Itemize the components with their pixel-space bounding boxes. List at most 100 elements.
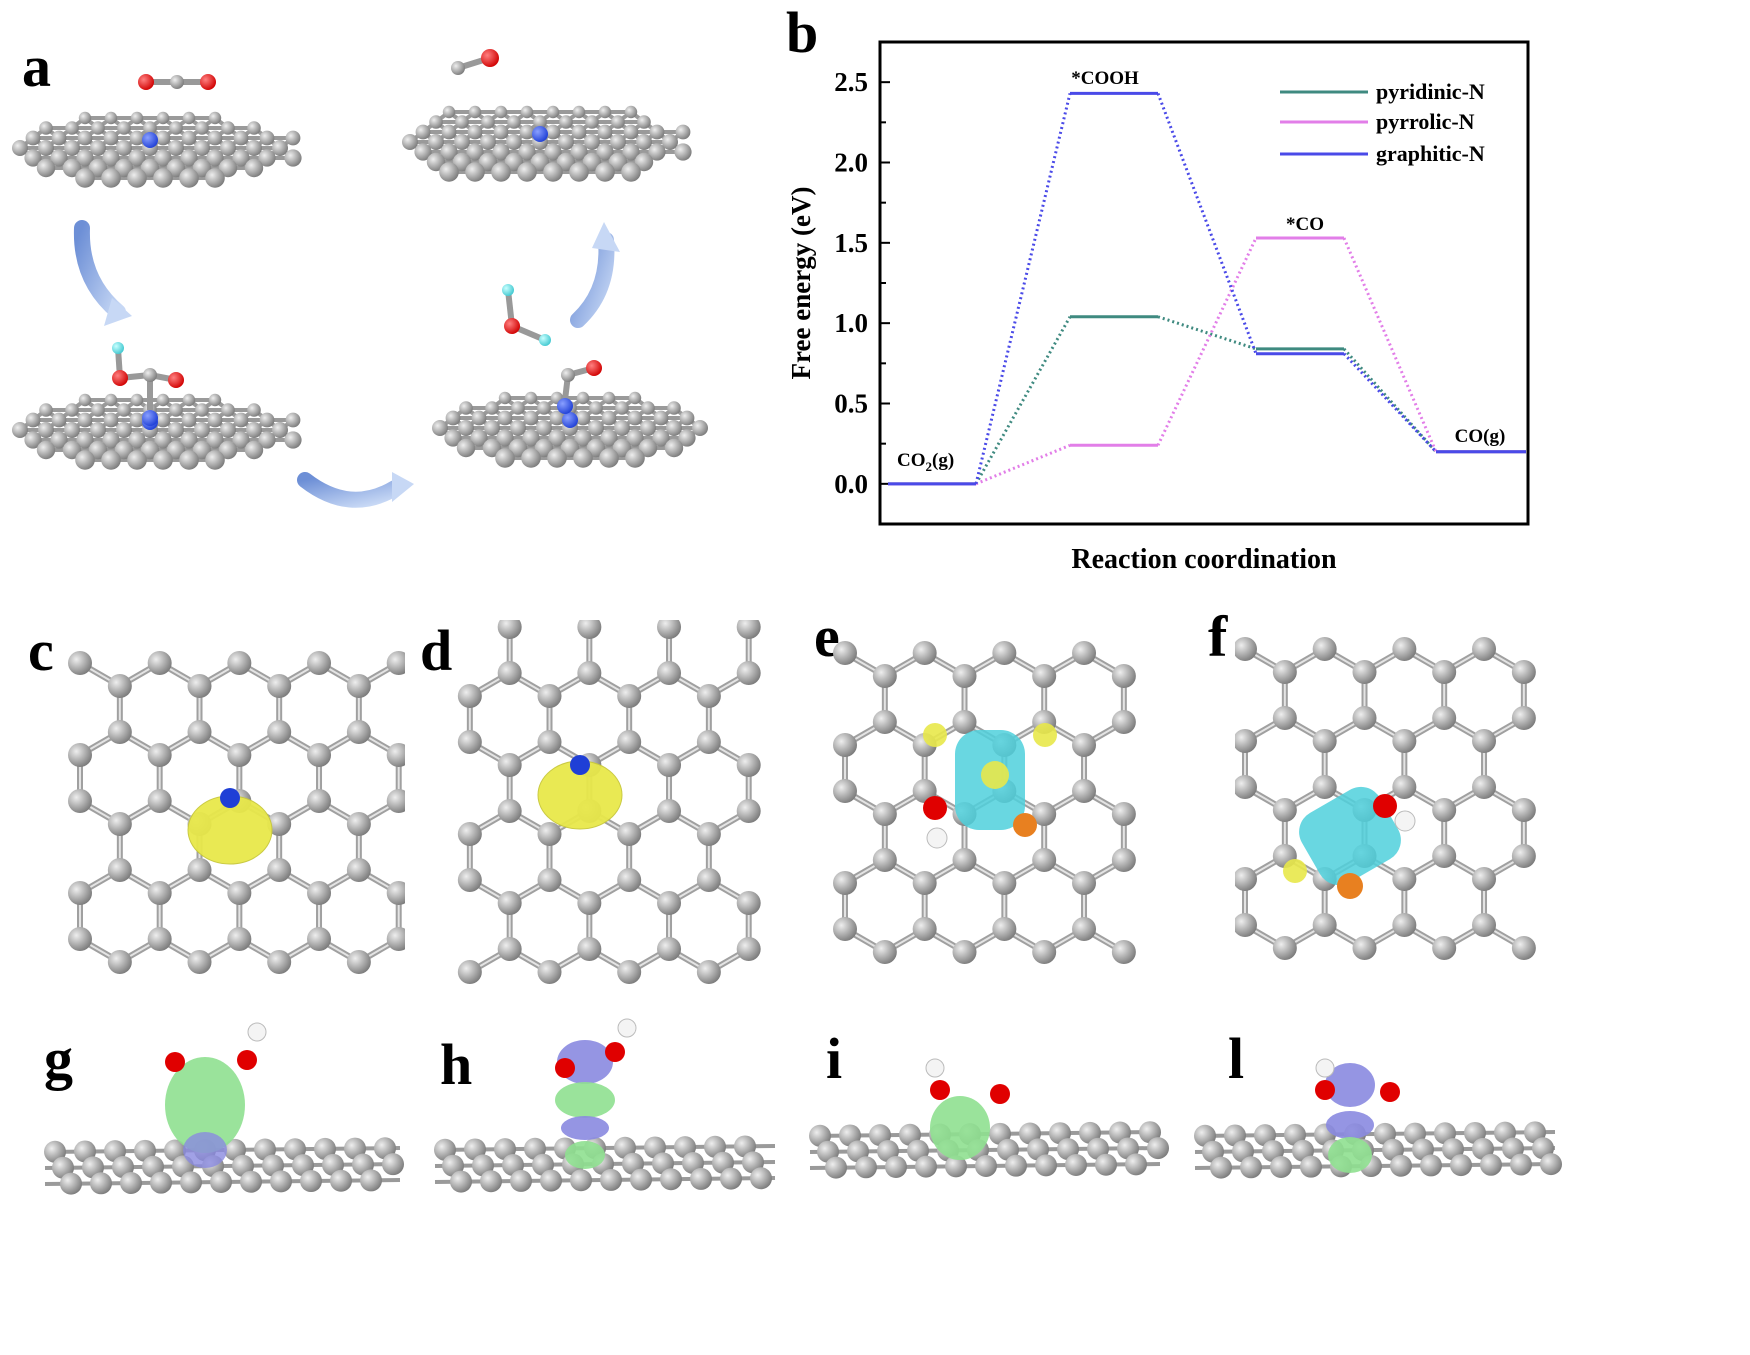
step-label-cooh: *COOH [1071, 68, 1139, 89]
graphene-sheet-3 [12, 393, 302, 470]
carbon-atom [622, 143, 640, 161]
carbon-atom [143, 121, 157, 135]
carbon-atom [623, 124, 639, 140]
orbital-lobe-green [1328, 1137, 1372, 1173]
carbon-atom [736, 799, 761, 823]
carbon-atom [833, 641, 857, 665]
carbon-atom [518, 143, 536, 161]
carbon-atom [246, 422, 262, 438]
carbon-atom [597, 124, 613, 140]
carbon-atom [652, 429, 670, 447]
carbon-atom [750, 1167, 772, 1190]
carbon-atom [596, 143, 614, 161]
carbon-atom [180, 1171, 202, 1194]
carbon-atom [1312, 913, 1337, 937]
carbon-atom [458, 420, 474, 436]
carbon-atom [12, 422, 28, 438]
step-label-co-g: CO(g) [1455, 426, 1506, 447]
carbon-atom [181, 130, 197, 146]
carbon-atom [65, 403, 79, 417]
carbon-atom [1511, 844, 1536, 868]
carbon-atom [570, 143, 588, 161]
orbital-lobe-green [555, 1082, 615, 1118]
orbital-lobe-blue [1325, 1063, 1375, 1107]
carbon-atom [1540, 1153, 1562, 1176]
carbon-atom [952, 710, 977, 734]
carbon-atom [220, 140, 236, 156]
graphene-sheet-2 [402, 105, 692, 182]
carbon-atom [510, 420, 526, 436]
carbon-atom [75, 450, 95, 470]
carbon-atom [497, 661, 522, 685]
connector-pyridinic-N-0 [974, 316, 1072, 485]
carbon-atom [179, 168, 199, 188]
carbon-atom [657, 937, 682, 961]
carbon-atom [457, 822, 482, 846]
carbon-atom [1312, 775, 1337, 799]
carbon-atom [1392, 775, 1417, 799]
y-axis-ticks: 0.00.51.01.52.02.5 [834, 67, 890, 499]
carbon-atom [537, 684, 562, 708]
carbon-atom [195, 121, 209, 135]
carbon-atom [536, 420, 552, 436]
carbon-atom [589, 401, 603, 415]
carbon-atom [628, 391, 642, 405]
panel-label-g: g [44, 1026, 73, 1091]
carbon-atom [1072, 733, 1097, 757]
water-molecule [502, 284, 551, 346]
carbon-atom [227, 743, 252, 767]
carbon-atom [481, 115, 495, 129]
carbon-atom [1450, 1154, 1472, 1177]
y-tick-label: 2.0 [834, 148, 868, 178]
panel-label-f: f [1208, 604, 1228, 669]
carbon-atom [147, 927, 172, 951]
carbon-atom [736, 891, 761, 915]
y-axis-label: Free energy (eV) [786, 187, 816, 380]
carbon-atom [221, 403, 235, 417]
carbon-atom [584, 134, 600, 150]
carbon-atom [492, 143, 510, 161]
carbon-atom [459, 401, 473, 415]
carbon-atom [147, 789, 172, 813]
carbon-atom [520, 105, 534, 119]
carbon-atom [1032, 664, 1057, 688]
carbon-atom [621, 162, 641, 182]
carbon-atom [1352, 706, 1377, 730]
carbon-atom [912, 917, 937, 941]
carbon-atom [227, 651, 252, 675]
panel-h-orbital-view [434, 1018, 776, 1193]
carbon-atom [601, 410, 617, 426]
carbon-atom [872, 848, 897, 872]
carbon-atom [952, 664, 977, 688]
carbon-atom [1235, 775, 1257, 799]
carbon-atom [114, 158, 134, 178]
co2-molecule [138, 74, 216, 90]
carbon-atom [1472, 729, 1497, 753]
carbon-atom [586, 438, 606, 458]
carbon-atom [696, 960, 721, 984]
carbon-atom [210, 1171, 232, 1194]
carbon-atom [62, 440, 82, 460]
carbon-atom [537, 868, 562, 892]
carbon-atom [617, 822, 642, 846]
nitrogen-atom [532, 126, 548, 142]
carbon-atom [25, 412, 41, 428]
carbon-atom [68, 881, 92, 905]
carbon-atom [720, 1167, 742, 1190]
carbon-atom [674, 143, 692, 161]
carbon-atom [952, 848, 977, 872]
series-layer [888, 91, 1526, 486]
carbon-atom [1072, 641, 1097, 665]
carbon-atom [187, 674, 212, 698]
carbon-atom [537, 960, 562, 984]
carbon-atom [107, 674, 132, 698]
step-label-co2: CO2(g) [897, 450, 954, 474]
carbon-atom [508, 438, 528, 458]
carbon-atom [521, 448, 541, 468]
carbon-atom [267, 674, 292, 698]
carbon-atom [221, 121, 235, 135]
carbon-atom [233, 412, 249, 428]
carbon-atom [258, 149, 276, 167]
carbon-atom [1270, 1155, 1292, 1178]
